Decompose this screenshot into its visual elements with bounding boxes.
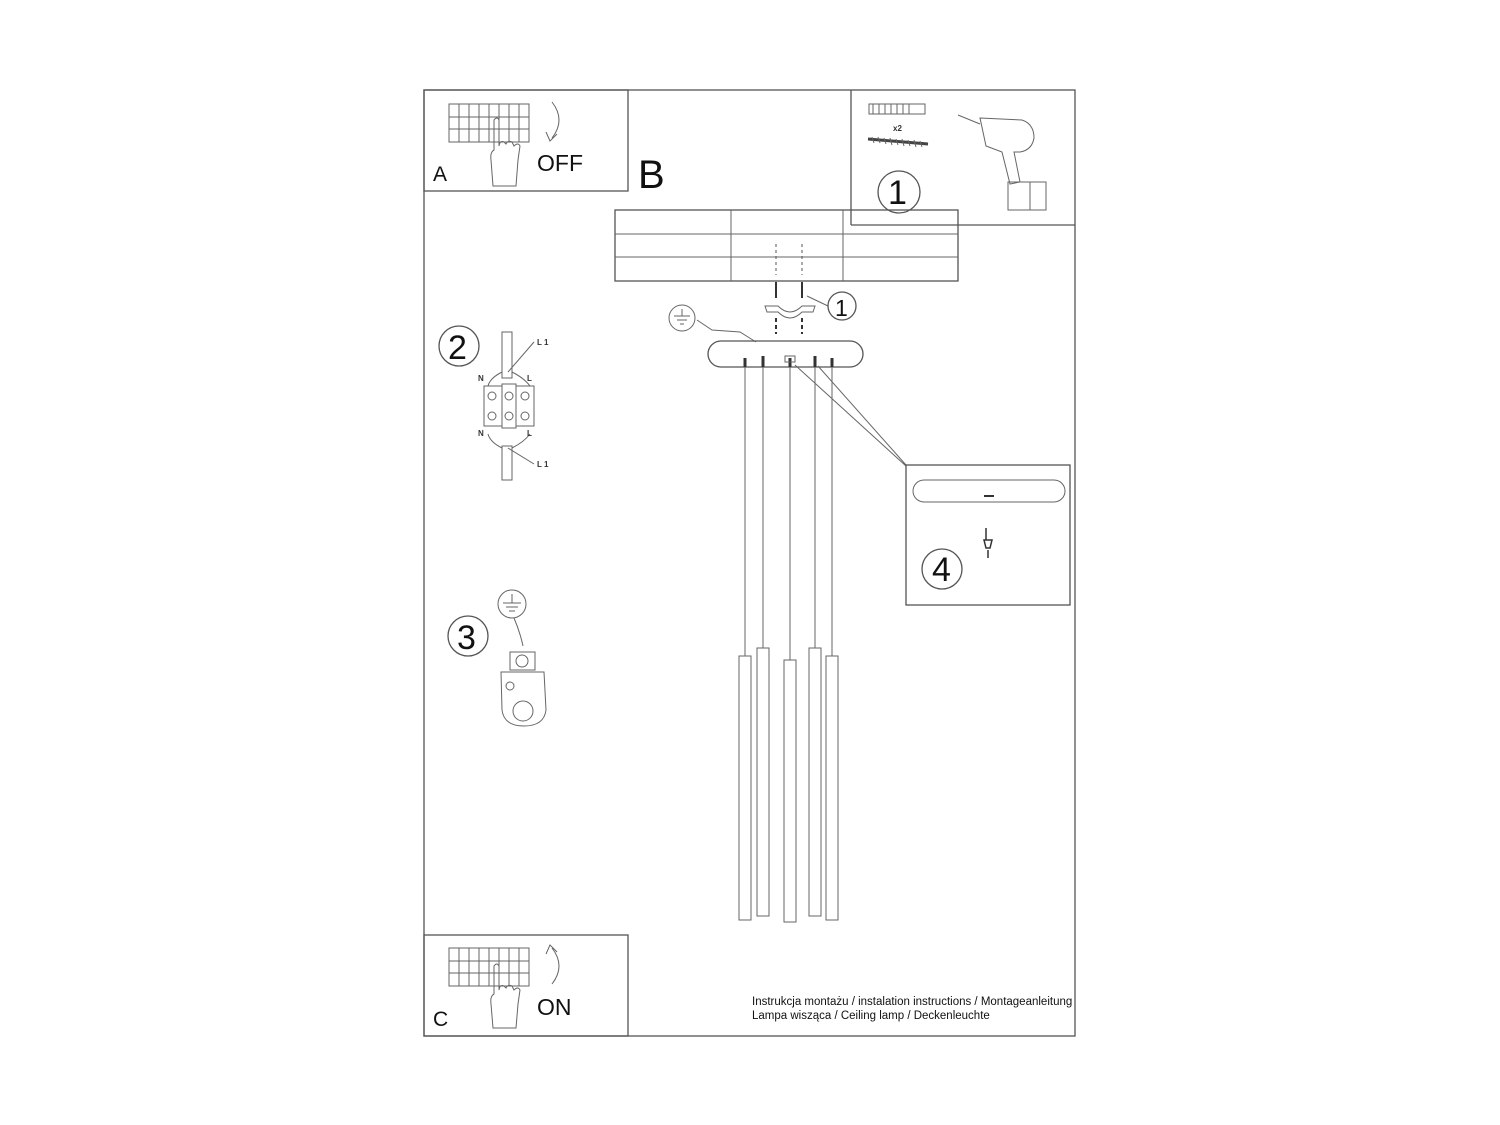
ground-terminal: 3	[447, 589, 547, 727]
detail-panel: 4	[905, 464, 1071, 606]
canopy	[707, 340, 864, 368]
pendant-1	[738, 367, 752, 921]
tools-panel: x2 1	[850, 90, 1075, 226]
step-2-circle	[438, 325, 480, 367]
drill-icon	[957, 114, 1047, 211]
breaker-panel-icon	[448, 103, 530, 143]
wire-label-l1-top: L 1	[537, 338, 549, 347]
step-3-number: 3	[457, 619, 476, 657]
mount-callout-number: 1	[835, 295, 848, 321]
step-3-circle	[447, 615, 489, 657]
panel-b-letter: B	[638, 153, 665, 197]
ground-symbol-icon	[668, 304, 757, 343]
step-1-number: 1	[888, 174, 907, 212]
step-4-number: 4	[932, 551, 951, 589]
step-4-circle	[921, 548, 963, 590]
arrow-up-icon	[545, 944, 560, 985]
arrow-down-icon	[545, 101, 560, 142]
off-label: OFF	[537, 150, 583, 176]
dowel-quantity: x2	[893, 124, 902, 133]
hand-icon	[490, 117, 521, 187]
panel-c-letter: C	[433, 1008, 448, 1031]
mounting-bracket	[764, 244, 829, 334]
wire-label-n-bottom: N	[478, 429, 484, 438]
instructions-title: Instrukcja montażu / instalation instruc…	[752, 996, 1072, 1008]
screw-icon	[867, 136, 929, 148]
on-label: ON	[537, 994, 572, 1020]
mount-callout-circle	[827, 291, 857, 321]
panel-a: A OFF	[423, 89, 629, 192]
panel-a-letter: A	[433, 163, 447, 186]
pendant-2	[756, 367, 770, 917]
pendant-4	[808, 367, 822, 917]
wire-label-l-bottom: L	[527, 429, 532, 438]
step-1-circle	[877, 170, 921, 214]
pendant-5	[825, 367, 839, 921]
wire-label-n-top: N	[478, 374, 484, 383]
earth-symbol-icon	[497, 589, 527, 619]
ceiling-illustration	[614, 209, 959, 282]
lamp-type-title: Lampa wisząca / Ceiling lamp / Deckenleu…	[752, 1010, 990, 1022]
step-2-number: 2	[448, 329, 467, 367]
wire-label-l1-bottom: L 1	[537, 460, 549, 469]
panel-c: C ON	[423, 934, 629, 1037]
breaker-panel-icon	[448, 947, 530, 987]
sheet-border	[423, 89, 1076, 1037]
wire-label-l-top: L	[527, 374, 532, 383]
pendant-3	[783, 367, 797, 923]
hand-icon	[490, 963, 521, 1029]
wiring-diagram: 2 L 1 N L N L L 1	[438, 325, 549, 481]
wall-plug-icon	[868, 103, 926, 115]
